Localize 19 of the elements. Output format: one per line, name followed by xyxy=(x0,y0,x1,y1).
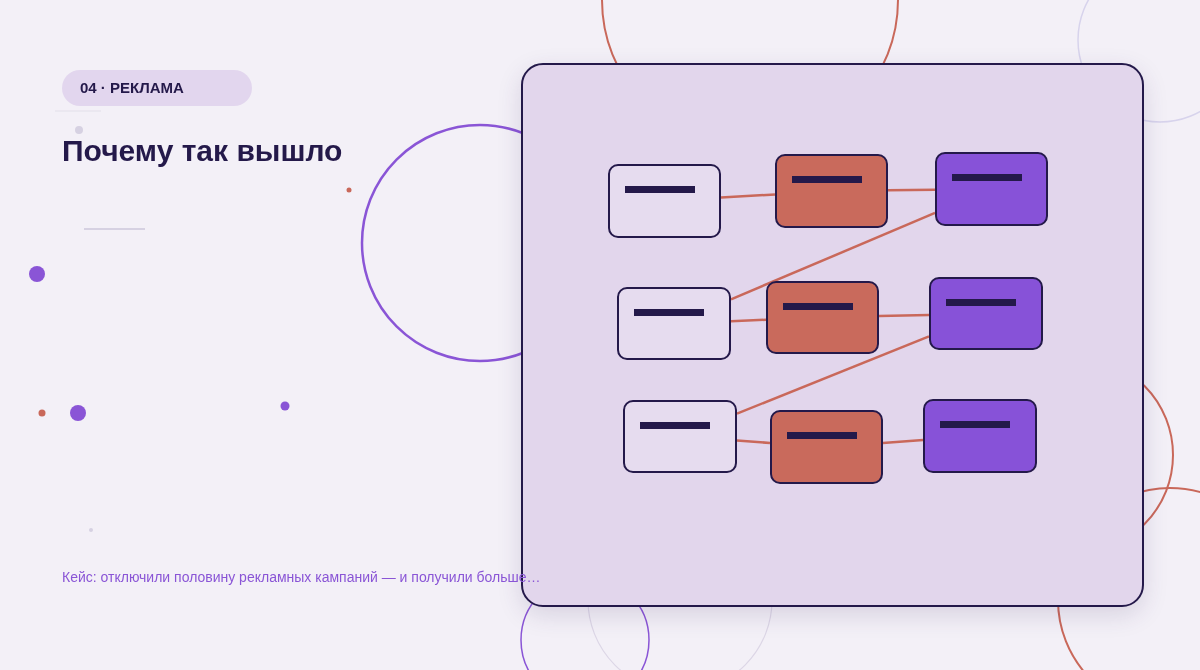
block xyxy=(623,400,737,473)
block xyxy=(766,281,879,354)
connector-line xyxy=(882,438,924,445)
block xyxy=(608,164,721,238)
tag-label: 04 · РЕКЛАМА xyxy=(62,70,252,106)
connector-line xyxy=(888,188,935,192)
connector-line xyxy=(730,211,936,301)
slide-title: Почему так вышло xyxy=(62,134,343,168)
block xyxy=(770,410,883,484)
connector-line xyxy=(730,318,767,323)
block xyxy=(923,399,1037,473)
connector-line xyxy=(736,335,930,415)
block xyxy=(929,277,1043,350)
connector-line xyxy=(736,439,771,445)
block xyxy=(775,154,888,228)
block xyxy=(617,287,731,360)
block xyxy=(935,152,1048,226)
connector-line xyxy=(720,193,776,199)
connector-line xyxy=(878,313,930,318)
